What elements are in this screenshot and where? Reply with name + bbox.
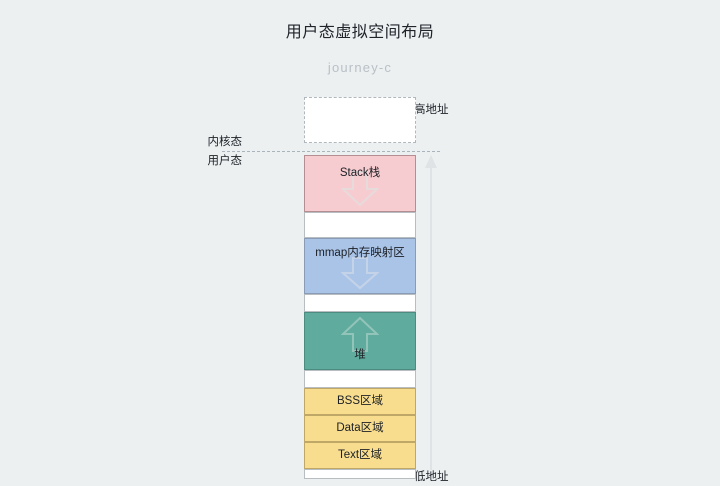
segment-kernel-space [304, 97, 416, 143]
segment-bss: BSS区域 [304, 388, 416, 415]
segment-stack: Stack栈 [304, 155, 416, 212]
kernel-user-boundary-divider [222, 151, 440, 152]
segment-unmapped-gap-above-heap [304, 294, 416, 312]
user-mode-label: 用户态 [207, 155, 243, 167]
memory-segment-column: Stack栈 mmap内存映射区 堆 BSS区域 Data区域 [304, 97, 416, 479]
high-address-label: 高地址 [414, 104, 449, 116]
address-growth-arrow-icon [425, 155, 437, 470]
mmap-grows-down-arrow-icon [341, 257, 379, 290]
segment-bss-label: BSS区域 [336, 394, 383, 407]
heap-grows-up-arrow-icon [341, 317, 379, 352]
kernel-mode-label: 内核态 [207, 136, 243, 148]
segment-unmapped-gap-below-heap [304, 370, 416, 388]
segment-unmapped-gap-above-mmap [304, 212, 416, 238]
segment-text-label: Text区域 [337, 448, 383, 461]
segment-reserved-null-page [304, 469, 416, 479]
page-title: 用户态虚拟空间布局 [285, 24, 435, 41]
segment-mmap-label: mmap内存映射区 [315, 247, 405, 259]
segment-mmap: mmap内存映射区 [304, 238, 416, 294]
page-subtitle-watermark: journey-c [327, 60, 393, 75]
segment-heap: 堆 [304, 312, 416, 370]
segment-heap-label: 堆 [354, 348, 366, 361]
segment-text: Text区域 [304, 442, 416, 469]
low-address-label: 低地址 [414, 471, 449, 483]
segment-data-label: Data区域 [336, 421, 384, 434]
segment-stack-label: Stack栈 [339, 167, 381, 179]
segment-data: Data区域 [304, 415, 416, 442]
